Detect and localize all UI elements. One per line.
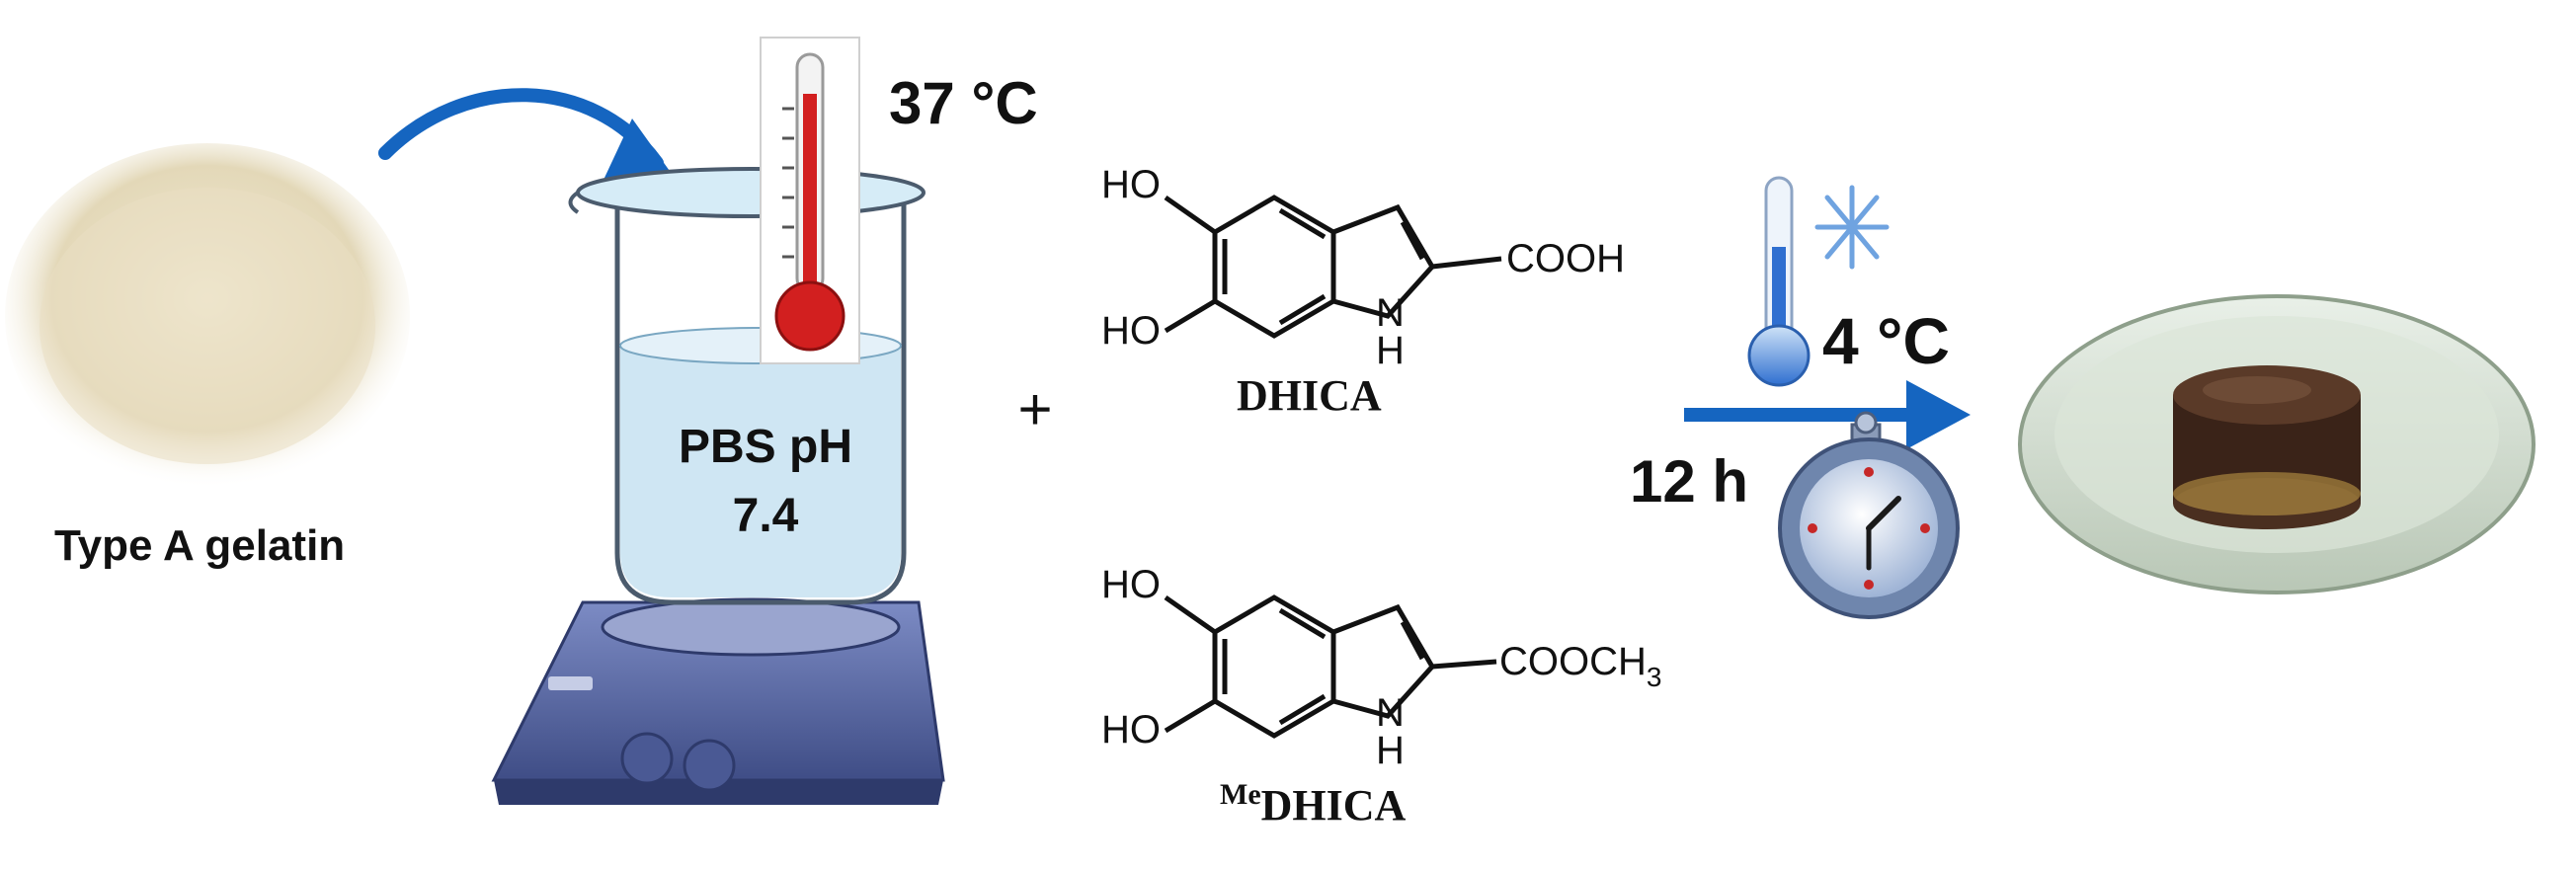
medhica-structure bbox=[1164, 594, 1497, 739]
dhica-amine-h: H bbox=[1376, 329, 1405, 372]
medhica-name: DHICA bbox=[1261, 781, 1407, 830]
medhica-ester-group-text: COOCH3 bbox=[1499, 640, 1661, 692]
dhica-amine: N bbox=[1376, 291, 1405, 335]
medhica-name-text: MeDHICA bbox=[1220, 778, 1407, 830]
dhica-hydroxyl-top: HO bbox=[1101, 163, 1161, 206]
temperature-low-label: 4 °C bbox=[1822, 304, 1950, 377]
thermometer-cold-icon bbox=[1747, 176, 1811, 387]
medhica-amine: N bbox=[1376, 691, 1405, 735]
medhica-hydroxyl-top: HO bbox=[1101, 563, 1161, 606]
medhica-ester-subscript: 3 bbox=[1647, 662, 1662, 692]
duration-label: 12 h bbox=[1630, 448, 1748, 515]
thermometer-icon bbox=[760, 37, 860, 364]
dhica-acid-group: COOH bbox=[1506, 237, 1625, 280]
stopwatch-icon bbox=[1778, 411, 1960, 619]
gelatin-label: Type A gelatin bbox=[54, 521, 345, 570]
buffer-label-line1: PBS pH bbox=[679, 421, 852, 473]
curved-arrow-icon bbox=[378, 88, 664, 170]
temperature-high-label: 37 °C bbox=[889, 70, 1038, 136]
gelatin-powder bbox=[5, 143, 410, 489]
medhica-amine-h: H bbox=[1376, 729, 1405, 772]
dhica-name: DHICA bbox=[1237, 371, 1382, 420]
dhica-hydroxyl-bottom: HO bbox=[1101, 309, 1161, 353]
reaction-arrow-icon bbox=[1684, 380, 1971, 449]
plus-sign: + bbox=[1017, 376, 1052, 442]
hydrogel-sample bbox=[2173, 365, 2361, 529]
medhica-ester-group: COOCH bbox=[1499, 640, 1647, 683]
snowflake-icon bbox=[1814, 185, 1890, 270]
medhica-hydroxyl-bottom: HO bbox=[1101, 708, 1161, 752]
dhica-structure bbox=[1164, 195, 1502, 339]
buffer-label-line2: 7.4 bbox=[733, 490, 799, 542]
medhica-name-superscript: Me bbox=[1220, 778, 1261, 811]
hotplate-stirrer-icon bbox=[491, 597, 945, 805]
